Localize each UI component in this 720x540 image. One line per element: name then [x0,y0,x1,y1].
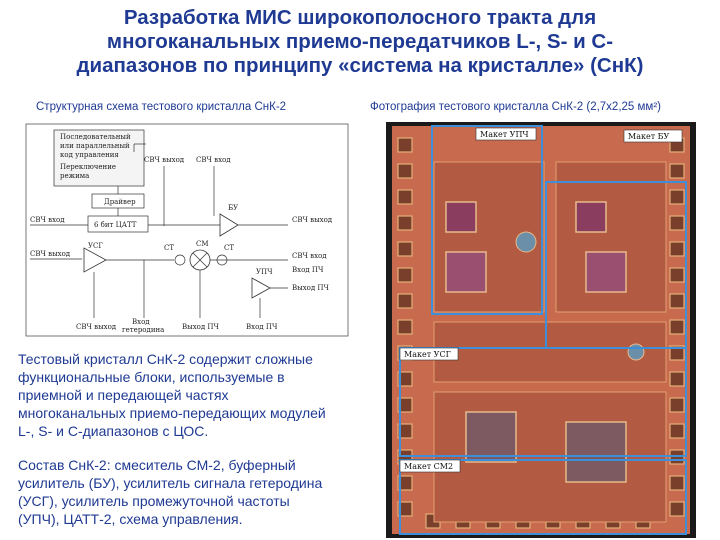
description-paragraph-1: Тестовый кристалл СнК-2 содержит сложные… [18,350,382,440]
outline-upch [431,125,543,315]
label-upch: Макет УПЧ [480,130,529,139]
control-label-1: Последовательный [60,133,131,141]
p2-line-3: (УСГ), усилитель промежуточной частоты [18,493,290,509]
bottom-label-1: СВЧ выход [76,323,117,331]
bond-pad [669,163,685,179]
bond-pad [669,423,685,439]
bottom-label-3: Выход ПЧ [182,323,220,331]
title-line-1: Разработка МИС широкополосного тракта дл… [123,6,597,29]
bond-pad [669,397,685,413]
page-title: Разработка МИС широкополосного тракта дл… [0,6,720,78]
svch-out-right: СВЧ выход [292,216,333,224]
st-right-label: СТ [224,244,234,252]
bond-pad [669,319,685,335]
bond-pad [669,501,685,517]
label-bu: Макет БУ [628,132,670,141]
usg-amplifier [83,247,107,273]
svch-out-left: СВЧ выход [30,250,71,258]
svch-in-top: СВЧ вход [196,156,231,164]
bond-pad [397,475,413,491]
die-photograph: Макет УПЧ Макет БУ Макет УСГ Макет СМ2 [386,122,696,538]
bond-pad [397,371,413,387]
outline-usg [399,347,687,457]
p2-line-1: Состав СнК-2: смеситель СМ-2, буферный [18,457,296,473]
title-line-3: диапазонов по принципу «система на крист… [76,54,644,77]
bond-pad [669,293,685,309]
bond-pad [397,293,413,309]
upch-label: УПЧ [256,268,273,276]
bond-pad [397,319,413,335]
usg-label: УСГ [88,242,103,250]
title-line-2: многоканальных приемо-передатчиков L-, S… [106,30,614,53]
description-paragraph-2: Состав СнК-2: смеситель СМ-2, буферный у… [18,456,382,528]
photo-caption: Фотография тестового кристалла СнК-2 (2,… [370,101,661,113]
p2-line-2: усилитель (БУ), усилитель сигнала гетеро… [18,475,323,491]
label-usg: Макет УСГ [404,350,451,359]
control-box [53,129,145,187]
bond-pad [397,241,413,257]
mode-label-1: Переключение [60,163,116,171]
bond-pad [669,345,685,361]
bond-pad [669,241,685,257]
bond-pad [397,189,413,205]
bu-label: БУ [228,204,238,212]
svch-out-top: СВЧ выход [144,156,185,164]
st-left-label: СТ [164,244,174,252]
bond-pad [397,267,413,283]
catt-label: 6 бит ЦАТТ [94,221,137,229]
vhod-pch-right: Вход ПЧ [292,266,324,274]
bond-pad [397,163,413,179]
label-sm2: Макет СМ2 [404,462,453,471]
outline-sm2 [399,459,687,535]
svch-in-left: СВЧ вход [30,216,65,224]
bottom-label-2a: Вход [132,318,150,326]
bond-pad [669,215,685,231]
upch-amplifier [251,277,271,299]
p1-line-1: Тестовый кристалл СнК-2 содержит сложные [18,351,313,367]
p1-line-2: функциональные блоки, используемые в [18,369,285,385]
p1-line-4: многоканальных приемо-передающих модулей [18,405,326,421]
bottom-label-2b: гетеродина [122,326,164,334]
bond-pad [397,215,413,231]
driver-label: Драйвер [104,198,136,206]
bond-pad [669,475,685,491]
mode-label-2: режима [60,172,89,180]
structural-schematic: Последовательный или параллельный код уп… [25,123,349,337]
bond-pad [397,137,413,153]
bu-amplifier [219,213,239,237]
schema-caption: Структурная схема тестового кристалла Сн… [36,101,287,113]
control-label-3: код управления [60,151,119,159]
svch-in-right: СВЧ вход [292,252,327,260]
p1-line-3: приемной и передающей частях [18,387,229,403]
p1-line-5: L-, S- и С-диапазонов с ЦОС. [18,423,209,439]
bond-pad [397,423,413,439]
vyhod-pch-right: Выход ПЧ [292,284,330,292]
bond-pad [397,397,413,413]
control-label-2: или параллельный [60,142,130,150]
bond-pad [669,371,685,387]
bond-pad [669,267,685,283]
bottom-label-4: Вход ПЧ [246,323,278,331]
bond-pad [397,501,413,517]
p2-line-4: (УПЧ), ЦАТТ-2, схема управления. [18,511,243,527]
bond-pad [669,189,685,205]
sm-label: СМ [196,240,209,248]
